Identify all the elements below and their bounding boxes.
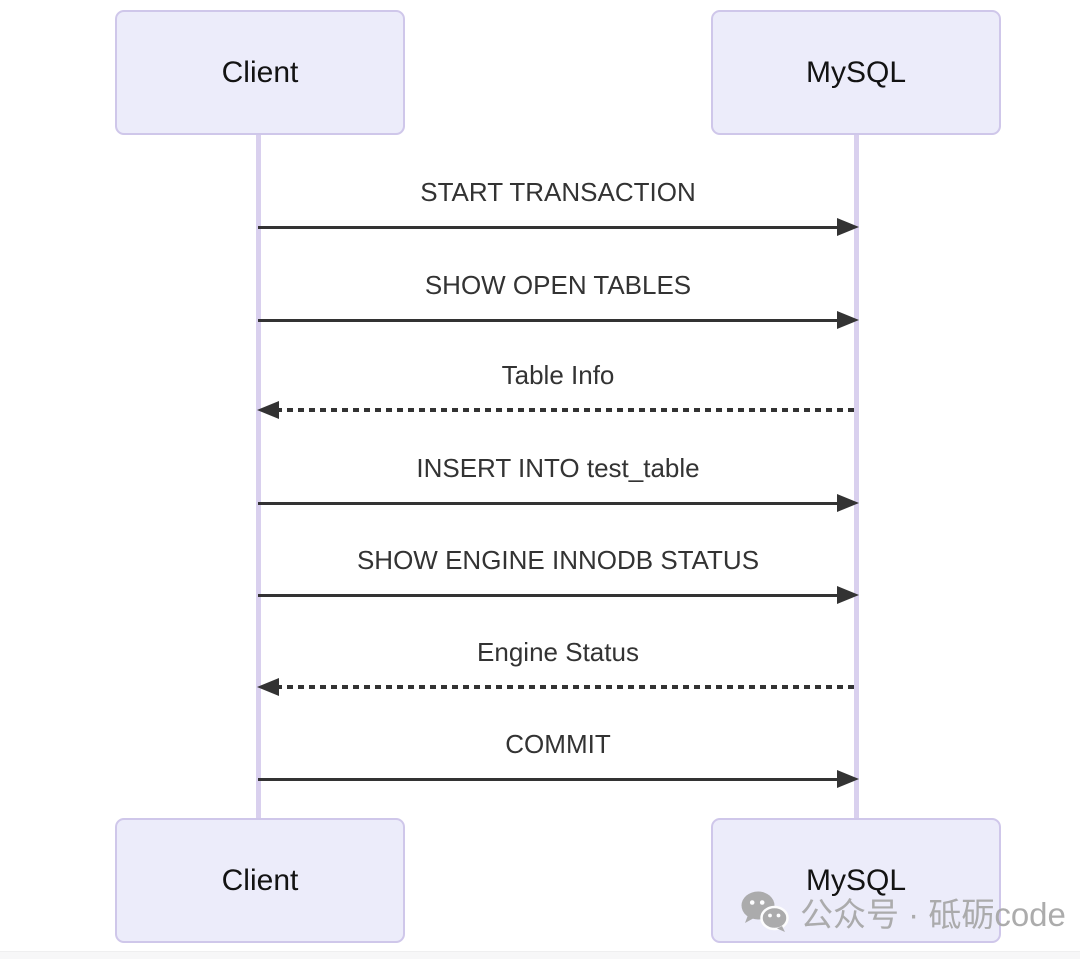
lifeline-client	[256, 135, 261, 818]
message-insert-into: INSERT INTO test_table	[258, 448, 859, 518]
message-label: SHOW OPEN TABLES	[424, 270, 692, 300]
message-show-engine-status: SHOW ENGINE INNODB STATUS	[258, 540, 859, 610]
arrow-line	[258, 501, 842, 505]
actor-label-client-top: Client	[221, 55, 299, 89]
message-engine-status-return: Engine Status	[257, 632, 858, 702]
lifeline-mysql	[854, 135, 859, 818]
message-label: Table Info	[501, 360, 615, 390]
arrowhead-right-icon	[837, 218, 859, 236]
arrow-line-dashed	[276, 685, 858, 689]
arrowhead-right-icon	[837, 311, 859, 329]
arrow-line	[258, 593, 842, 597]
arrowhead-right-icon	[837, 770, 859, 788]
actor-box-mysql-top: MySQL	[711, 10, 1001, 135]
actor-label-mysql-top: MySQL	[805, 55, 907, 89]
bottom-strip	[0, 951, 1080, 959]
arrowhead-left-icon	[257, 678, 279, 696]
actor-label-client-bottom: Client	[221, 863, 299, 897]
actor-box-mysql-bottom: MySQL	[711, 818, 1001, 943]
message-table-info: Table Info	[257, 355, 858, 425]
message-label: COMMIT	[505, 729, 611, 759]
actor-box-client-top: Client	[115, 10, 405, 135]
watermark: 公众号 · 砥砺code	[740, 888, 1066, 936]
message-show-open-tables: SHOW OPEN TABLES	[258, 265, 859, 335]
arrowhead-right-icon	[837, 494, 859, 512]
actor-label-mysql-bottom: MySQL	[805, 863, 907, 897]
message-commit: COMMIT	[258, 724, 859, 794]
actor-box-client-bottom: Client	[115, 818, 405, 943]
watermark-text: 公众号 · 砥砺code	[800, 896, 1066, 933]
wechat-icon	[740, 890, 790, 934]
arrow-line-dashed	[276, 408, 858, 412]
message-start-transaction: START TRANSACTION	[258, 172, 859, 242]
arrow-line	[258, 225, 842, 229]
arrowhead-right-icon	[837, 586, 859, 604]
message-label: SHOW ENGINE INNODB STATUS	[356, 545, 760, 575]
arrow-line	[258, 318, 842, 322]
message-label: START TRANSACTION	[420, 177, 696, 207]
arrowhead-left-icon	[257, 401, 279, 419]
message-label: Engine Status	[477, 637, 639, 667]
arrow-line	[258, 777, 842, 781]
message-label: INSERT INTO test_table	[416, 453, 700, 483]
